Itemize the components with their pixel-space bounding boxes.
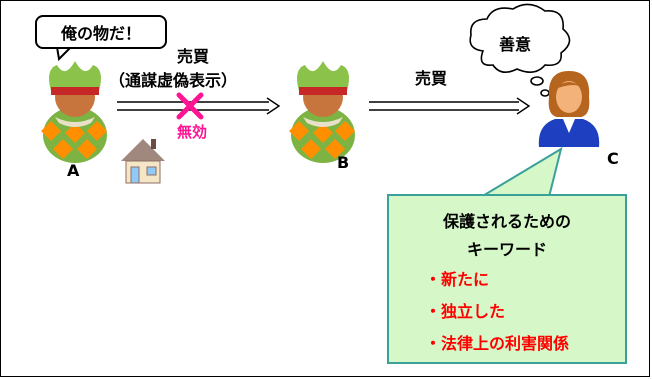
collusive-sham-note: （通謀虚偽表示） — [109, 71, 238, 90]
keyword-callout-box: 保護されるための キーワード ・新たに ・独立した ・法律上の利害関係 — [387, 194, 627, 364]
void-cross-icon — [176, 92, 204, 120]
keyword-item: ・法律上の利害関係 — [425, 334, 570, 353]
person-c-label: C — [607, 149, 619, 168]
person-a-icon — [41, 61, 107, 163]
person-b-icon — [289, 61, 355, 163]
person-a-label: A — [67, 161, 80, 180]
person-b-label: B — [337, 153, 350, 172]
thought-text-c: 善意 — [499, 35, 532, 54]
void-label: 無効 — [177, 123, 208, 141]
sale-label-2: 売買 — [415, 69, 448, 88]
house-icon — [121, 139, 165, 184]
person-c-icon — [538, 71, 600, 147]
keyword-item: ・独立した — [425, 302, 506, 321]
arrow-b-to-c — [369, 97, 531, 115]
keyword-item: ・新たに — [425, 270, 490, 289]
speech-bubble-a: 俺の物だ！ — [35, 15, 167, 49]
callout-pointer — [477, 146, 563, 198]
speech-text-a: 俺の物だ！ — [60, 24, 141, 43]
callout-title-1: 保護されるための — [442, 212, 571, 231]
callout-title-2: キーワード — [466, 240, 547, 259]
thought-cloud-c — [469, 3, 571, 97]
sale-label-1: 売買 — [177, 47, 210, 66]
